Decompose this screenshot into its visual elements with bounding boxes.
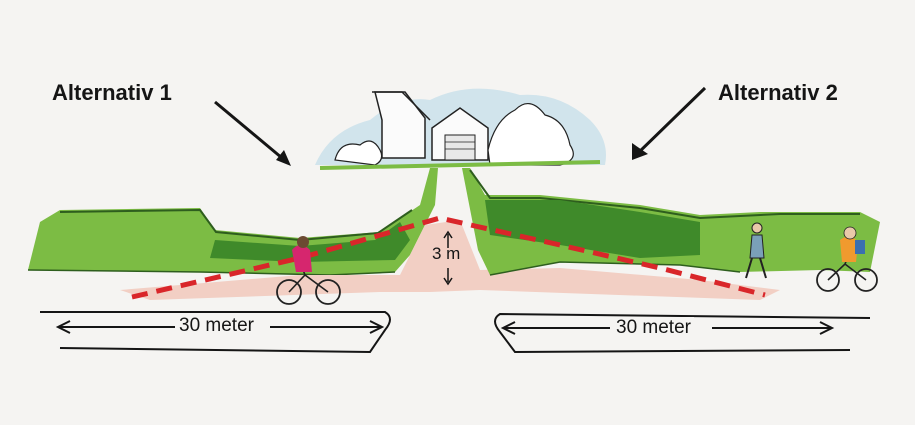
- left-distance-bracket: [40, 311, 391, 354]
- right-distance-label: 30 meter: [613, 317, 694, 339]
- alternative-2-label: Alternativ 2: [718, 80, 838, 105]
- path-line: [131, 215, 766, 300]
- right-distance-bracket: [494, 312, 871, 354]
- arrow-alt2-icon: [632, 86, 707, 160]
- right-embankment: [462, 168, 880, 276]
- houses-icon: [372, 91, 489, 161]
- alternative-1-label: Alternativ 1: [52, 80, 172, 105]
- trees-icon: [319, 103, 601, 170]
- height-marker: [443, 230, 453, 286]
- height-label: 3 m: [432, 244, 461, 263]
- cyclist-left-icon: [276, 236, 341, 305]
- cyclist-right-icon: [816, 226, 878, 292]
- left-distance-label: 30 meter: [176, 315, 257, 337]
- arrow-alt1-icon: [214, 100, 291, 166]
- left-embankment: [27, 168, 438, 276]
- pedestrian-icon: [745, 222, 767, 279]
